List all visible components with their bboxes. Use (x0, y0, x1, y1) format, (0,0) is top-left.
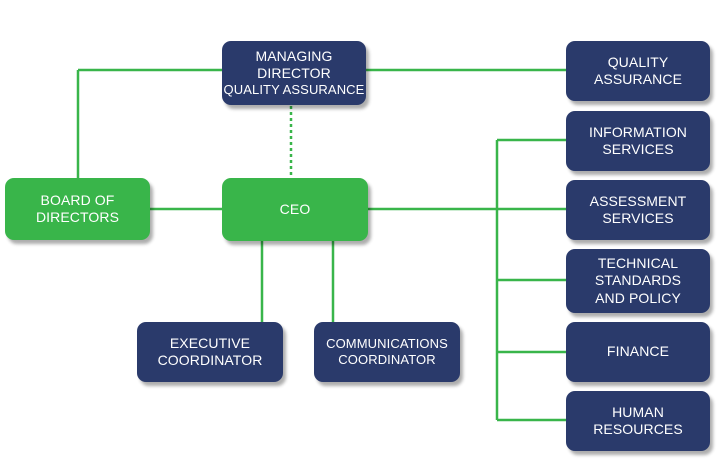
technical-standards-line2: STANDARDS (594, 272, 682, 289)
communications-coordinator-line2: COORDINATOR (338, 352, 436, 367)
assessment-services-line2: SERVICES (602, 210, 674, 226)
managing-director-line2: DIRECTOR (257, 65, 331, 82)
assessment-services-line1: ASSESSMENT (589, 192, 687, 209)
managing-director-line1: MANAGING (255, 47, 333, 64)
executive-coordinator-line2: COORDINATOR (157, 352, 263, 368)
executive-coordinator-line1: EXECUTIVE (169, 334, 251, 351)
assessment-services-box: ASSESSMENT SERVICES (566, 180, 710, 240)
board-line1: BOARD OF (40, 191, 115, 208)
technical-standards-line1: TECHNICAL (597, 255, 679, 272)
technical-standards-box: TECHNICAL STANDARDS AND POLICY (566, 249, 710, 313)
board-line2: DIRECTORS (35, 209, 120, 225)
executive-coordinator-box: EXECUTIVE COORDINATOR (137, 322, 283, 382)
information-services-box: INFORMATION SERVICES (566, 111, 710, 171)
finance-label: FINANCE (606, 343, 670, 360)
quality-assurance-line1: QUALITY (607, 53, 669, 70)
managing-director-line3: QUALITY ASSURANCE (223, 82, 365, 98)
quality-assurance-line2: ASSURANCE (593, 71, 683, 87)
ceo-label: CEO (279, 200, 311, 217)
human-resources-box: HUMAN RESOURCES (566, 391, 710, 451)
communications-coordinator-line1: COMMUNICATIONS (326, 336, 448, 352)
ceo-box: CEO (222, 178, 368, 241)
communications-coordinator-box: COMMUNICATIONS COORDINATOR (314, 322, 460, 382)
information-services-line2: SERVICES (602, 141, 674, 157)
information-services-line1: INFORMATION (588, 123, 688, 140)
human-resources-line2: RESOURCES (593, 421, 683, 437)
human-resources-line1: HUMAN (612, 403, 664, 420)
finance-box: FINANCE (566, 322, 710, 382)
technical-standards-line3: AND POLICY (595, 289, 681, 306)
board-of-directors-box: BOARD OF DIRECTORS (5, 178, 150, 240)
managing-director-box: MANAGING DIRECTOR QUALITY ASSURANCE (222, 41, 366, 105)
quality-assurance-box: QUALITY ASSURANCE (566, 41, 710, 101)
